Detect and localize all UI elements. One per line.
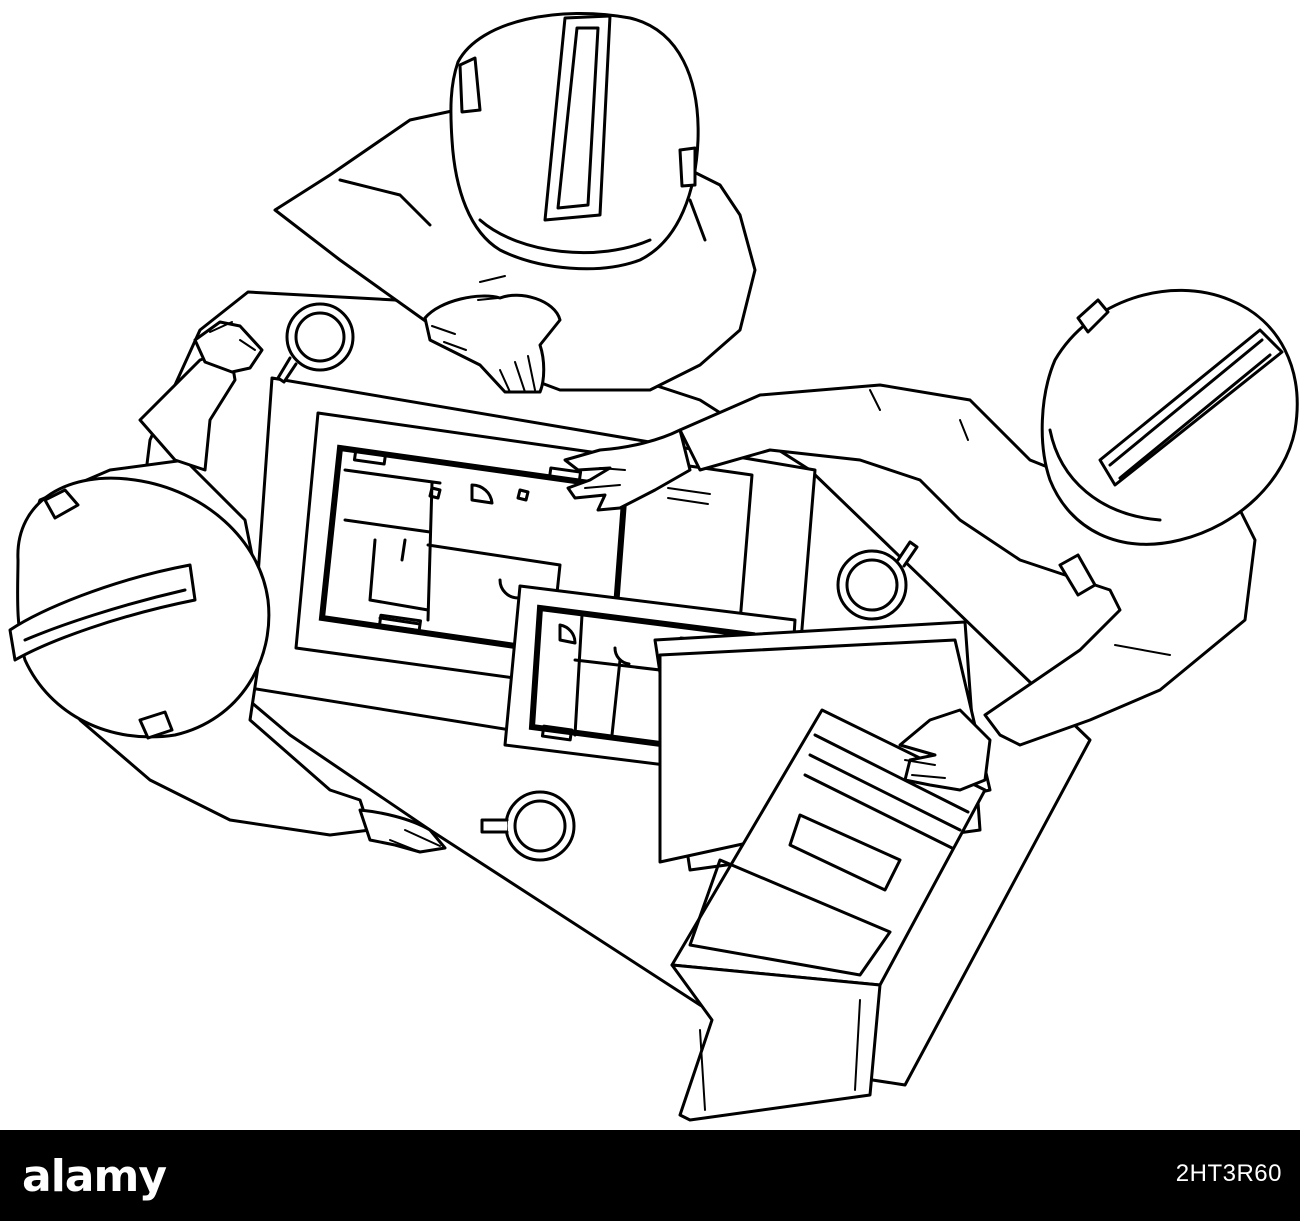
brand-logo: alamy xyxy=(22,1148,167,1204)
brand-name: alamy xyxy=(22,1150,167,1202)
worker-left xyxy=(8,320,447,854)
image-id: 2HT3R60 xyxy=(1175,1160,1282,1187)
worker-right xyxy=(563,288,1299,792)
watermark-footer: alamy 2HT3R60 xyxy=(0,1130,1300,1221)
coffee-cup-top xyxy=(276,302,355,384)
worker-top xyxy=(273,12,757,394)
coffee-cup-right xyxy=(836,540,919,621)
illustration xyxy=(8,12,1299,1122)
coffee-cup-bottom xyxy=(480,790,576,862)
